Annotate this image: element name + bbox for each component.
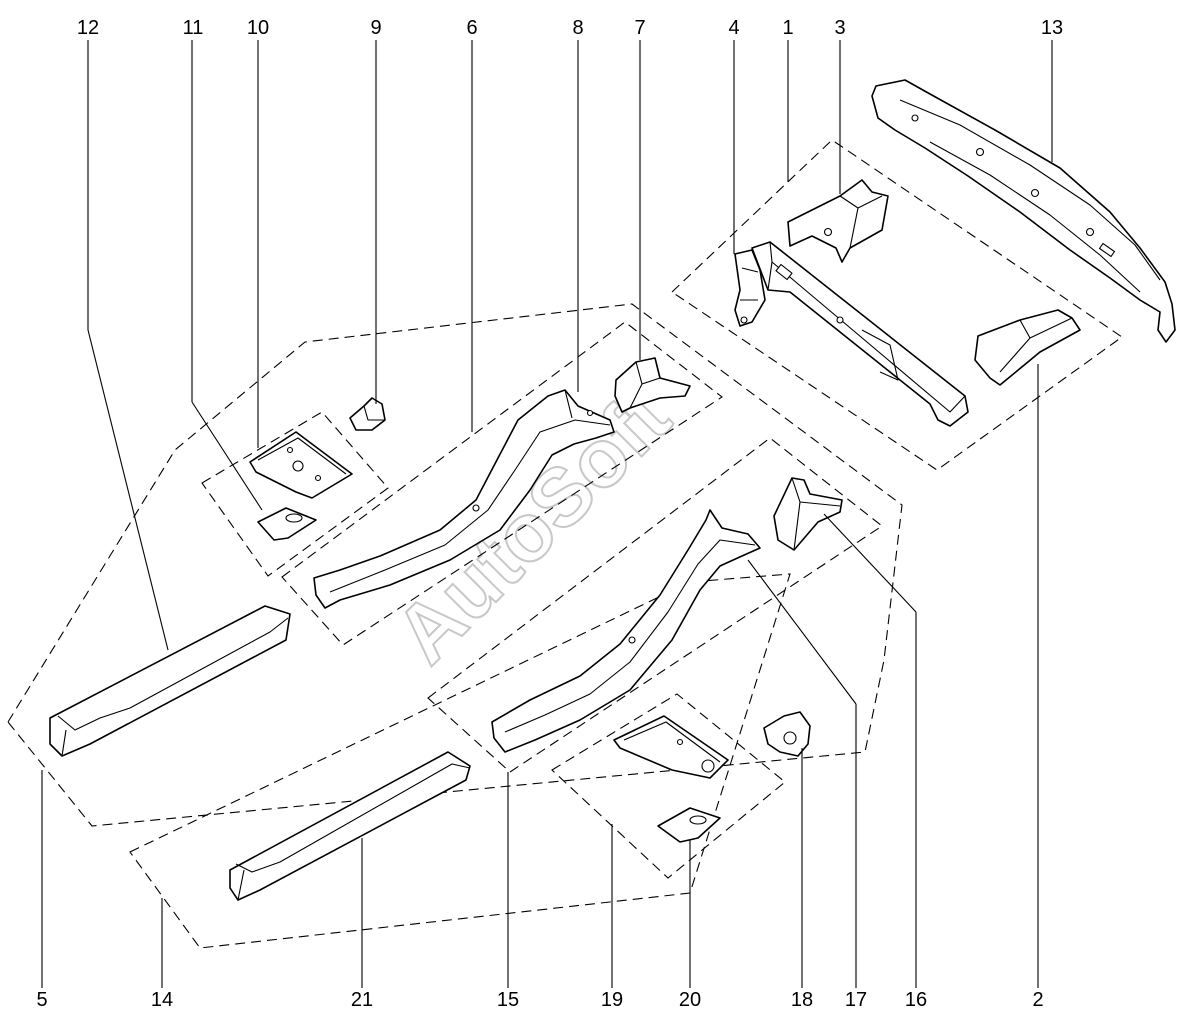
callout-10: 10	[247, 17, 269, 39]
part-17-rail	[491, 509, 761, 753]
callout-9: 9	[370, 17, 381, 39]
callout-18: 18	[791, 989, 813, 1011]
part-20-plate	[657, 807, 721, 843]
callout-12: 12	[77, 17, 99, 39]
part-7-bracket	[614, 357, 691, 413]
callout-5: 5	[36, 989, 47, 1011]
part-11-plate	[257, 507, 317, 541]
part-3-bracket	[787, 179, 889, 263]
group-outline-10	[201, 411, 389, 577]
part-10-plate	[249, 431, 353, 499]
callout-6: 6	[466, 17, 477, 39]
group-outline-19	[551, 693, 786, 879]
callout-17: 17	[845, 989, 867, 1011]
part-13-rear-cross-member	[871, 79, 1176, 343]
part-12-sill-rail	[49, 605, 291, 757]
part-21-sill-rail	[229, 751, 471, 901]
callout-4: 4	[728, 17, 739, 39]
group-outline-5	[7, 303, 903, 827]
part-6-rail	[313, 389, 615, 609]
part-2-bracket	[974, 309, 1081, 386]
callout-20: 20	[679, 989, 701, 1011]
group-outline-1	[671, 139, 1123, 471]
callouts: 12 11 10 9 6 8 7 4 1 3 13 5 14 21 15 19 …	[36, 17, 1063, 1011]
callout-11: 11	[183, 17, 204, 39]
part-9-clip	[349, 397, 386, 431]
group-outline-6	[281, 321, 723, 646]
callout-7: 7	[634, 17, 645, 39]
part-18-clip	[763, 711, 811, 757]
leader-lines	[41, 40, 1053, 988]
callout-3: 3	[834, 17, 845, 39]
callout-2: 2	[1032, 989, 1043, 1011]
callout-1: 1	[782, 17, 793, 39]
callout-13: 13	[1041, 17, 1063, 39]
callout-21: 21	[351, 989, 373, 1011]
part-1-cross-rail	[751, 241, 969, 427]
part-4-bracket	[734, 249, 766, 327]
callout-8: 8	[572, 17, 583, 39]
callout-14: 14	[151, 989, 173, 1011]
callout-16: 16	[905, 989, 927, 1011]
part-16-bracket	[773, 477, 843, 551]
group-outline-14	[129, 573, 791, 949]
group-outlines	[7, 139, 1123, 949]
callout-19: 19	[601, 989, 623, 1011]
part-19-plate	[613, 715, 729, 779]
callout-15: 15	[497, 989, 519, 1011]
